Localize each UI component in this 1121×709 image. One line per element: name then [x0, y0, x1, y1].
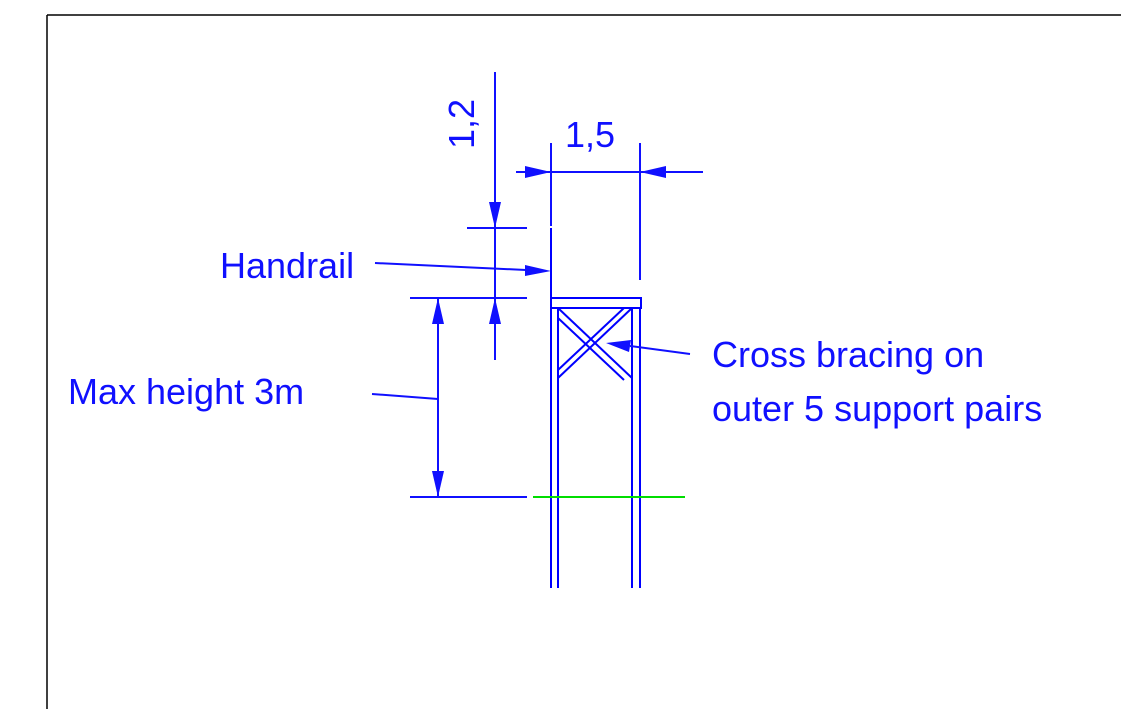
- platform-structure: [550, 228, 642, 588]
- label-cross-bracing-line1: Cross bracing on: [712, 334, 984, 375]
- dimension-max-height: [410, 298, 527, 498]
- label-dim-width: 1,5: [565, 114, 615, 155]
- platform-deck: [550, 297, 642, 309]
- label-dim-handrail-height: 1,2: [441, 99, 482, 149]
- arrow-down-handrail-top: [489, 202, 501, 228]
- leader-handrail: [374, 262, 551, 276]
- leader-max-height: [371, 393, 439, 400]
- label-handrail: Handrail: [220, 245, 354, 286]
- dimension-handrail-height: [410, 72, 527, 360]
- arrow-right-width-left: [525, 166, 551, 178]
- cross-bracing: [557, 307, 633, 381]
- label-cross-bracing-line2: outer 5 support pairs: [712, 388, 1042, 429]
- sheet-border: [46, 14, 1121, 709]
- dimension-width: [516, 143, 703, 280]
- arrow-left-width-right: [640, 166, 666, 178]
- arrow-up-max-height: [432, 298, 444, 324]
- leader-cross-bracing: [606, 340, 691, 355]
- label-max-height: Max height 3m: [68, 371, 304, 412]
- arrow-up-handrail-bottom: [489, 298, 501, 324]
- arrow-down-max-height: [432, 471, 444, 497]
